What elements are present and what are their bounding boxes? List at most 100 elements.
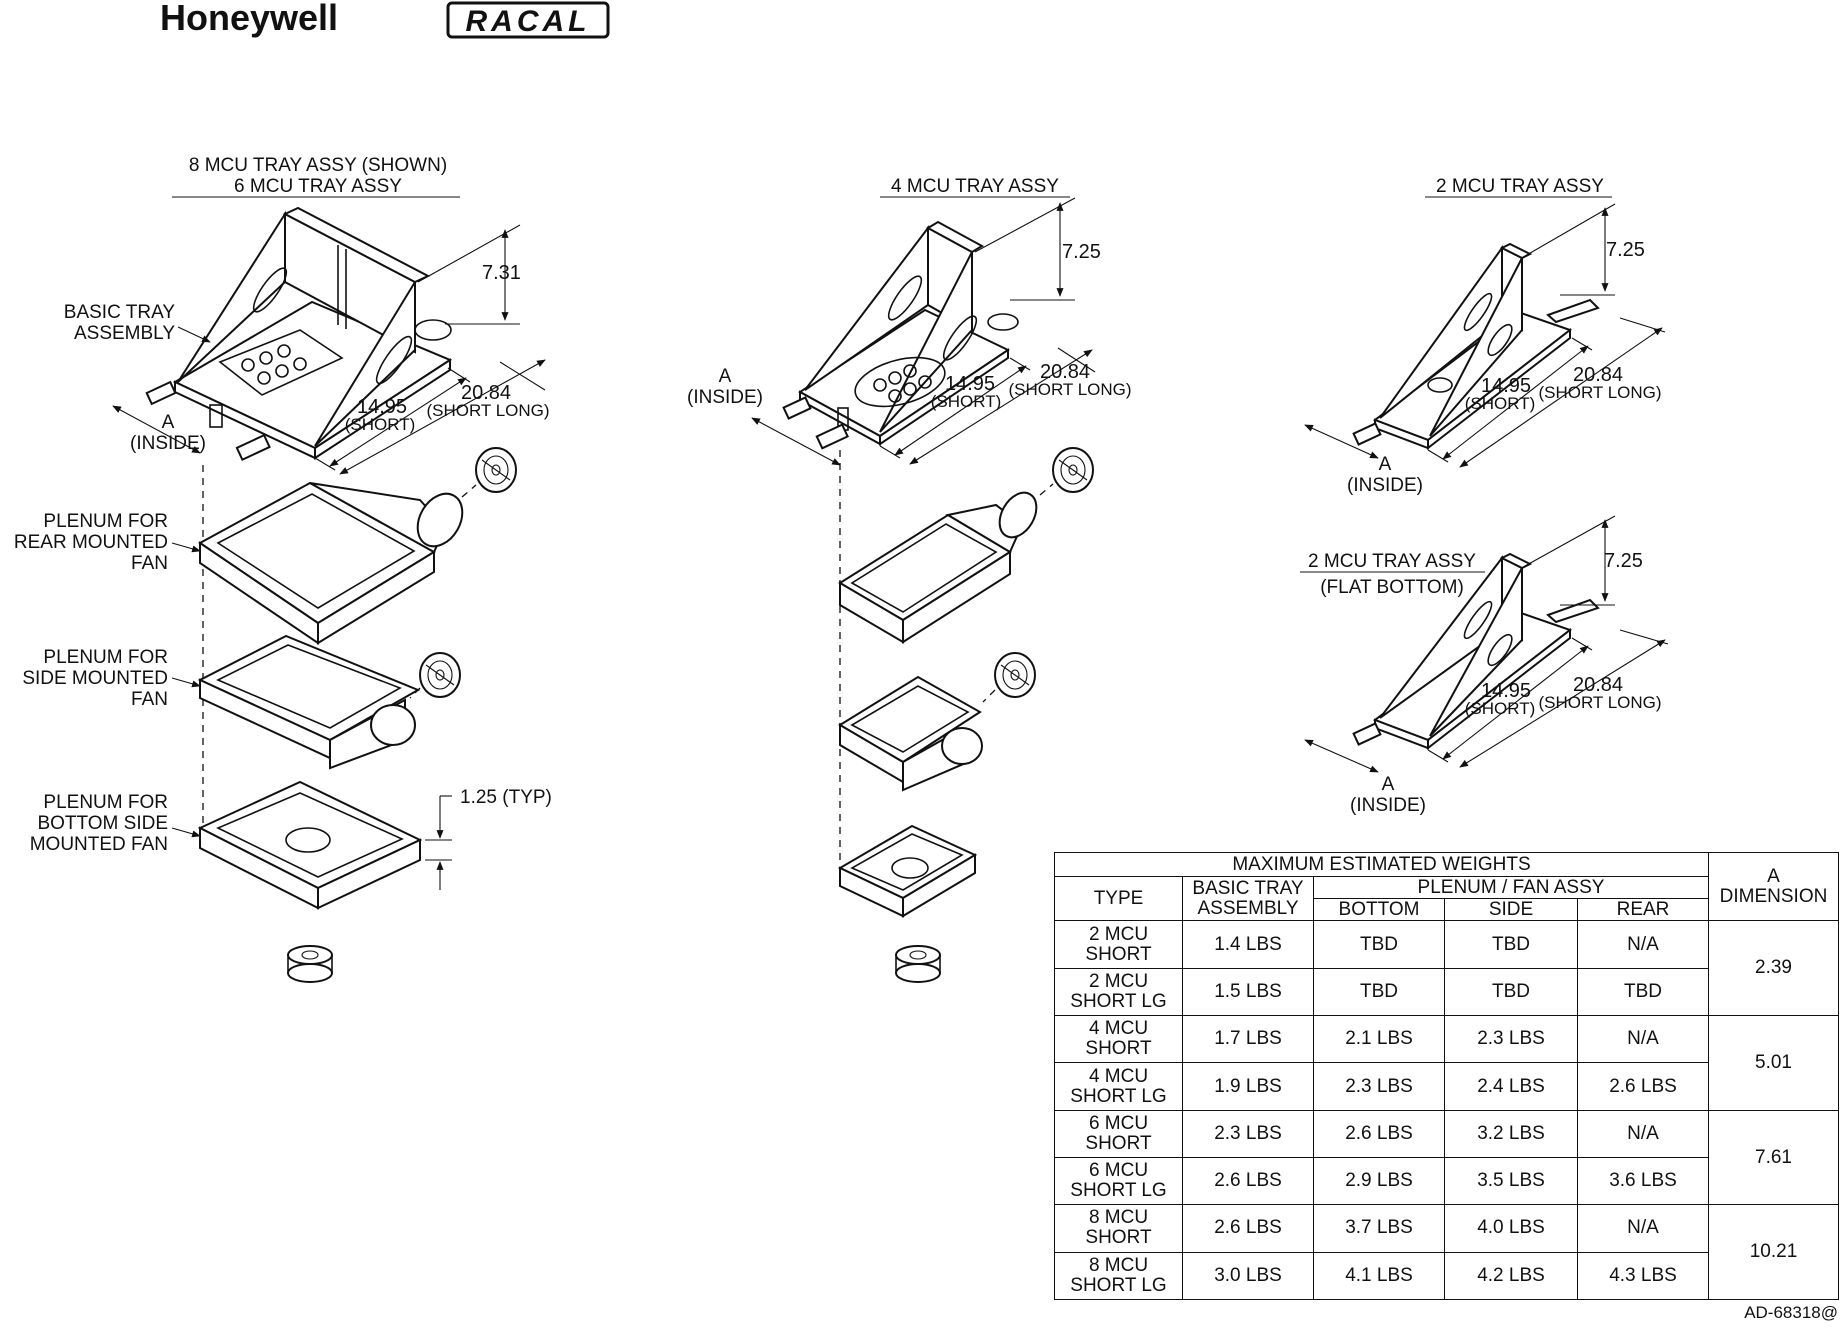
view-4-mcu-title: 4 MCU TRAY ASSY (891, 176, 1059, 197)
side-cell: 3.5 LBS (1444, 1156, 1578, 1206)
plenum-rear-label-1: PLENUM FOR (43, 511, 168, 532)
basic-cell: 2.3 LBS (1182, 1109, 1314, 1159)
inside-label-2-mcu-flat: (INSIDE) (1350, 795, 1426, 816)
short-label-2-mcu: (SHORT) (1465, 394, 1536, 413)
height-dim-4-mcu: 7.25 (1062, 241, 1101, 263)
bottom-cell: 3.7 LBS (1313, 1204, 1445, 1253)
side-cell: 4.0 LBS (1444, 1204, 1578, 1253)
fan-side-4-mcu (994, 652, 1036, 698)
rear-cell: 2.6 LBS (1577, 1062, 1709, 1111)
height-dim-2-mcu: 7.25 (1606, 239, 1645, 261)
fan-bottom-4-mcu (895, 945, 941, 983)
basic-cell: 1.7 LBS (1182, 1015, 1314, 1064)
fan-bottom-8-mcu (287, 945, 333, 983)
basic-cell: 3.0 LBS (1182, 1251, 1314, 1301)
type-cell: 4 MCU SHORT (1054, 1015, 1183, 1064)
bottom-header: BOTTOM (1313, 898, 1445, 922)
document-number: AD-68318@ (1744, 1303, 1838, 1322)
basic-tray-header-2: ASSEMBLY (1197, 897, 1299, 919)
a-dimension-cell: 10.21 (1708, 1204, 1839, 1300)
basic-tray-2-mcu (1352, 242, 1600, 451)
side-header: SIDE (1444, 898, 1578, 922)
rear-cell: 3.6 LBS (1577, 1156, 1709, 1206)
inside-label-2-mcu: (INSIDE) (1347, 475, 1423, 496)
plenum-side-label-3: FAN (131, 689, 168, 710)
short-label-8-mcu: (SHORT) (345, 415, 416, 434)
plenum-bottom-4-mcu (837, 824, 978, 918)
racal-logo-text: RACAL (466, 5, 591, 38)
view-8-mcu-title-1: 8 MCU TRAY ASSY (SHOWN) (189, 155, 447, 176)
view-8-mcu: 8 MCU TRAY ASSY (SHOWN) 6 MCU TRAY ASSY (14, 155, 552, 983)
long-dim-2-mcu-flat: 20.84 (1573, 674, 1623, 696)
fan-side-8-mcu (419, 652, 461, 698)
fan-rear-8-mcu (475, 447, 517, 493)
typ-dim-label: 1.25 (TYP) (460, 787, 552, 808)
bottom-cell: 2.6 LBS (1313, 1109, 1445, 1159)
plenum-rear-label-3: FAN (131, 553, 168, 574)
a-dim-label-4-mcu: A (719, 366, 732, 387)
long-dim-4-mcu: 20.84 (1040, 361, 1090, 383)
rear-cell: N/A (1577, 920, 1709, 969)
bottom-cell: TBD (1313, 920, 1445, 969)
a-dim-label-2-mcu-flat: A (1382, 774, 1395, 795)
basic-tray-label-1: BASIC TRAY (64, 302, 176, 323)
type-cell: 8 MCU SHORT LG (1054, 1251, 1183, 1301)
long-label-4-mcu: (SHORT LONG) (1008, 380, 1131, 399)
a-dimension-header-2: DIMENSION (1719, 885, 1828, 907)
table-row: 2 MCU SHORT LG 1.5 LBS TBD TBD TBD (1054, 967, 1839, 1017)
view-2-mcu-flat: 2 MCU TRAY ASSY (FLAT BOTTOM) 7.25 14.95… (1300, 515, 1669, 816)
table-row: 8 MCU SHORT LG 3.0 LBS 4.1 LBS 4.2 LBS 4… (1054, 1251, 1839, 1301)
a-dimension-cell: 2.39 (1708, 920, 1839, 1017)
height-dim-8-mcu: 7.31 (482, 262, 521, 284)
view-4-mcu: 4 MCU TRAY ASSY 7.25 14.9 (687, 176, 1132, 983)
long-label-2-mcu-flat: (SHORT LONG) (1538, 693, 1661, 712)
rear-cell: 4.3 LBS (1577, 1251, 1709, 1301)
basic-tray-label-2: ASSEMBLY (74, 323, 175, 344)
basic-tray-4-mcu (782, 220, 1019, 450)
side-cell: 4.2 LBS (1444, 1251, 1578, 1301)
rear-cell: N/A (1577, 1015, 1709, 1064)
inside-label-8-mcu: (INSIDE) (130, 433, 206, 454)
plenum-bottom-label-3: MOUNTED FAN (30, 834, 168, 855)
plenum-side-label-1: PLENUM FOR (43, 647, 168, 668)
short-label-2-mcu-flat: (SHORT) (1465, 699, 1536, 718)
side-cell: 3.2 LBS (1444, 1109, 1578, 1159)
plenum-side-label-2: SIDE MOUNTED (22, 668, 168, 689)
long-dim-2-mcu: 20.84 (1573, 364, 1623, 386)
rear-cell: TBD (1577, 967, 1709, 1017)
view-2-mcu-title: 2 MCU TRAY ASSY (1436, 176, 1604, 197)
bottom-cell: 2.1 LBS (1313, 1015, 1445, 1064)
type-cell: 4 MCU SHORT LG (1054, 1062, 1183, 1111)
long-dim-8-mcu: 20.84 (461, 382, 511, 404)
bottom-cell: 2.3 LBS (1313, 1062, 1445, 1111)
type-header: TYPE (1054, 876, 1183, 922)
connector-left (145, 380, 271, 462)
table-row: 6 MCU SHORT 2.3 LBS 2.6 LBS 3.2 LBS N/A … (1054, 1109, 1839, 1206)
basic-cell: 2.6 LBS (1182, 1204, 1314, 1253)
side-cell: 2.3 LBS (1444, 1015, 1578, 1064)
height-dim-2-mcu-flat: 7.25 (1604, 550, 1643, 572)
bottom-cell: TBD (1313, 967, 1445, 1017)
bottom-cell: 2.9 LBS (1313, 1156, 1445, 1206)
basic-cell: 1.5 LBS (1182, 967, 1314, 1017)
type-cell: 8 MCU SHORT (1054, 1204, 1183, 1253)
a-dim-label-8-mcu: A (162, 412, 175, 433)
view-2-mcu-flat-title: 2 MCU TRAY ASSY (1308, 551, 1476, 572)
racal-logo: RACAL (446, 1, 610, 39)
a-dimension-cell: 5.01 (1708, 1015, 1839, 1111)
table-row: 4 MCU SHORT 1.7 LBS 2.1 LBS 2.3 LBS N/A … (1054, 1015, 1839, 1111)
plenum-side-8-mcu (197, 634, 421, 770)
type-cell: 6 MCU SHORT LG (1054, 1156, 1183, 1206)
type-cell: 6 MCU SHORT (1054, 1109, 1183, 1159)
plenum-rear-label-2: REAR MOUNTED (14, 532, 168, 553)
plenum-rear-8-mcu (198, 481, 464, 645)
fan-rear-4-mcu (1052, 447, 1094, 493)
plenum-rear-4-mcu (838, 491, 1038, 644)
basic-cell: 1.9 LBS (1182, 1062, 1314, 1111)
honeywell-logo: Honeywell (160, 0, 338, 38)
table-row: 8 MCU SHORT 2.6 LBS 3.7 LBS 4.0 LBS N/A … (1054, 1204, 1839, 1300)
view-2-mcu: 2 MCU TRAY ASSY 7.25 14.95 (SHORT) 20.84 (1304, 176, 1666, 496)
side-cell: TBD (1444, 920, 1578, 969)
plenum-side-4-mcu (838, 675, 983, 792)
